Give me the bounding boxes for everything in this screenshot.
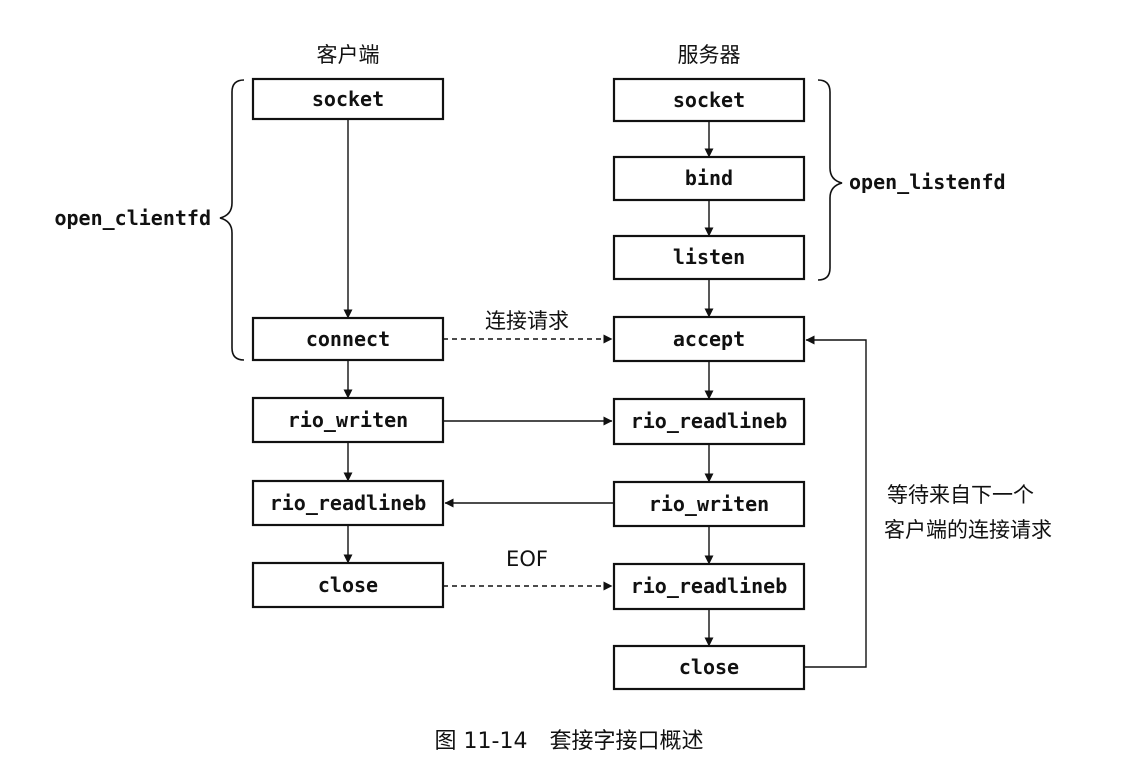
server-rio-writen-label: rio_writen (649, 492, 769, 516)
client-rio-writen-label: rio_writen (288, 408, 408, 432)
server-box-rio-writen: rio_writen (612, 480, 806, 528)
loop-label-line-2: 客户端的连接请求 (884, 518, 1052, 542)
server-accept-label: accept (673, 327, 745, 351)
server-box-close: close (612, 644, 806, 691)
client-box-connect: connect (251, 316, 445, 362)
server-rio-readlineb-1-label: rio_readlineb (631, 409, 788, 433)
client-connect-label: connect (306, 327, 390, 351)
server-socket-label: socket (673, 88, 745, 112)
client-brace (219, 79, 245, 361)
server-listen-label: listen (673, 245, 745, 269)
client-close-label: close (318, 573, 378, 597)
server-close-label: close (679, 655, 739, 679)
client-rio-readlineb-label: rio_readlineb (270, 491, 427, 515)
server-brace (817, 79, 843, 281)
server-rio-readlineb-2-label: rio_readlineb (631, 574, 788, 598)
arrow-loop-back-to-accept (804, 335, 867, 668)
loop-label-line-1: 等待来自下一个 (887, 483, 1034, 507)
client-box-rio-writen: rio_writen (251, 396, 445, 444)
server-box-rio-readlineb-2: rio_readlineb (612, 562, 806, 611)
client-column-header: 客户端 (317, 43, 380, 67)
server-box-accept: accept (612, 315, 806, 363)
client-box-socket: socket (251, 77, 445, 121)
open-clientfd-label: open_clientfd (54, 206, 211, 230)
server-box-listen: listen (612, 234, 806, 281)
client-box-rio-readlineb: rio_readlineb (251, 479, 445, 527)
eof-label: EOF (506, 547, 548, 571)
server-box-rio-readlineb-1: rio_readlineb (612, 397, 806, 446)
open-listenfd-label: open_listenfd (849, 170, 1006, 194)
figure-caption: 图 11-14 套接字接口概述 (435, 729, 704, 754)
server-box-bind: bind (612, 155, 806, 202)
server-bind-label: bind (685, 166, 733, 190)
server-box-socket: socket (612, 77, 806, 123)
server-column-header: 服务器 (678, 43, 741, 67)
client-box-close: close (251, 561, 445, 609)
connect-request-label: 连接请求 (485, 309, 569, 333)
client-socket-label: socket (312, 87, 384, 111)
